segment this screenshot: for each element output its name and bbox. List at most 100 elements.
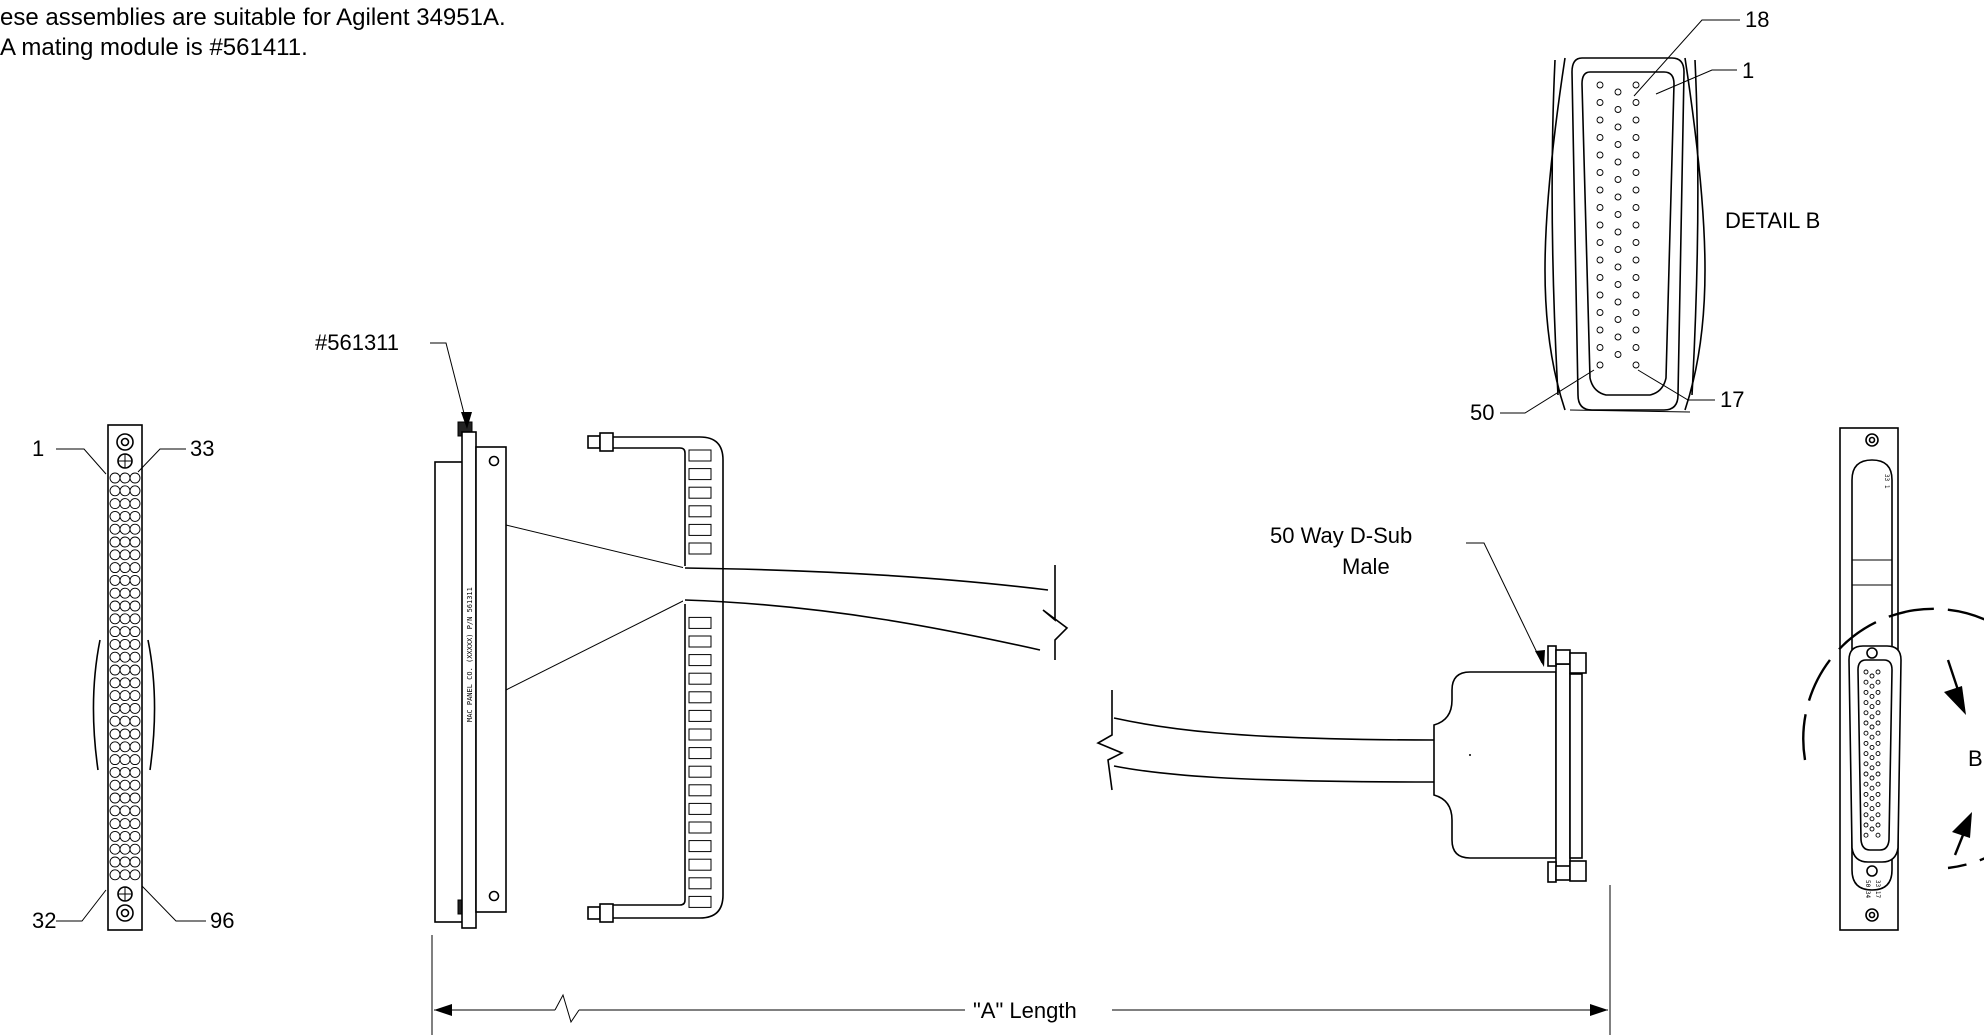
left-connector-callouts: 1 33 32 96 <box>32 436 234 933</box>
module-side-view: MAC PANEL CO. (XXXXX) P/N 561311 <box>434 421 686 929</box>
connector-pin <box>109 664 121 676</box>
detail-pin <box>1596 344 1604 351</box>
connector-pin <box>129 626 141 638</box>
detail-pin <box>1596 116 1604 124</box>
connector-pin <box>109 830 121 842</box>
connector-pin <box>109 523 121 535</box>
connector-pin <box>119 626 131 638</box>
detail-pin <box>1632 186 1640 194</box>
connector-pin <box>119 510 131 522</box>
connector-pin <box>109 549 121 561</box>
connector-pin <box>119 587 131 599</box>
connector-pin <box>129 562 141 574</box>
connector-pin <box>109 626 121 638</box>
connector-pin <box>119 600 131 612</box>
module-pin <box>1863 689 1869 695</box>
module-pin <box>1863 730 1869 736</box>
connector-pin <box>119 830 131 842</box>
detail-pin <box>1614 88 1622 96</box>
module-pin <box>1863 751 1869 757</box>
module-pin <box>1863 822 1869 828</box>
connector-pin <box>119 728 131 740</box>
strain-relief-frame <box>587 432 724 923</box>
module-pin <box>1869 724 1875 730</box>
connector-pin <box>129 472 141 484</box>
connector-pin <box>109 536 121 548</box>
frame-slot <box>688 635 712 648</box>
connector-pin <box>129 638 141 650</box>
connector-pin <box>109 510 121 522</box>
module-pin <box>1875 791 1881 797</box>
connector-pin <box>119 536 131 548</box>
module-pin <box>1869 714 1875 720</box>
left-connector-pin-array <box>109 472 141 881</box>
module-pin <box>1863 740 1869 746</box>
detail-pin <box>1596 204 1604 211</box>
connector-pin <box>119 818 131 830</box>
detail-pin <box>1632 116 1640 124</box>
detail-pin <box>1614 193 1622 201</box>
frame-slot <box>688 672 712 685</box>
module-pin <box>1863 761 1869 767</box>
detail-pin <box>1632 134 1640 141</box>
module-pin <box>1863 700 1869 706</box>
module-pin <box>1863 791 1869 797</box>
detail-pin <box>1632 309 1640 316</box>
connector-pin <box>129 613 141 625</box>
frame-slot <box>688 616 712 629</box>
detail-callout-label: B <box>1968 746 1983 771</box>
module-pin <box>1875 720 1881 726</box>
module-pin <box>1875 771 1881 777</box>
svg-text:MAC PANEL CO. (XXXXX) P/N 5613: MAC PANEL CO. (XXXXX) P/N 561311 <box>466 587 474 722</box>
frame-slot <box>688 728 712 741</box>
frame-slot <box>688 523 712 536</box>
detail-pin <box>1596 291 1604 299</box>
detail-pin <box>1632 361 1640 369</box>
frame-slot <box>688 821 712 834</box>
svg-text:50 34: 50 34 <box>1864 880 1871 898</box>
pin-label-1: 1 <box>32 436 44 461</box>
frame-slot <box>688 709 712 722</box>
connector-pin <box>129 498 141 510</box>
module-pin <box>1869 775 1875 781</box>
connector-pin <box>129 792 141 804</box>
note-line-2: A mating module is #561411. <box>0 34 308 61</box>
connector-pin <box>129 536 141 548</box>
connector-pin <box>119 843 131 855</box>
connector-pin <box>129 600 141 612</box>
detail-pin-label-50: 50 <box>1470 400 1494 425</box>
dsub-callout: 50 Way D-Sub Male <box>1270 523 1545 667</box>
detail-title: DETAIL B <box>1725 208 1820 233</box>
connector-pin <box>129 651 141 663</box>
module-pin <box>1875 679 1881 685</box>
connector-pin <box>129 523 141 535</box>
connector-pin <box>109 754 121 766</box>
module-pin <box>1869 673 1875 679</box>
connector-pin <box>109 600 121 612</box>
cable-lower-segment <box>1096 690 1435 791</box>
connector-pin <box>109 702 121 714</box>
note-line-1: ese assemblies are suitable for Agilent … <box>0 4 506 31</box>
connector-pin <box>129 702 141 714</box>
frame-slot <box>688 468 712 481</box>
connector-pin <box>109 562 121 574</box>
length-label: "A" Length <box>973 998 1077 1023</box>
length-dimension: "A" Length <box>431 885 1611 1035</box>
connector-pin <box>129 843 141 855</box>
right-module-pin-array <box>1863 669 1881 838</box>
module-pin <box>1869 683 1875 689</box>
frame-slot <box>688 505 712 518</box>
detail-pin <box>1632 169 1640 176</box>
connector-pin <box>129 587 141 599</box>
connector-pin <box>129 485 141 497</box>
connector-pin <box>109 715 121 727</box>
detail-pin <box>1614 281 1622 288</box>
connector-pin <box>109 805 121 817</box>
detail-pin <box>1614 298 1622 306</box>
connector-pin <box>119 651 131 663</box>
connector-pin <box>129 754 141 766</box>
detail-pin-label-1: 1 <box>1742 58 1754 83</box>
connector-pin <box>119 472 131 484</box>
connector-pin <box>119 805 131 817</box>
connector-pin <box>119 549 131 561</box>
